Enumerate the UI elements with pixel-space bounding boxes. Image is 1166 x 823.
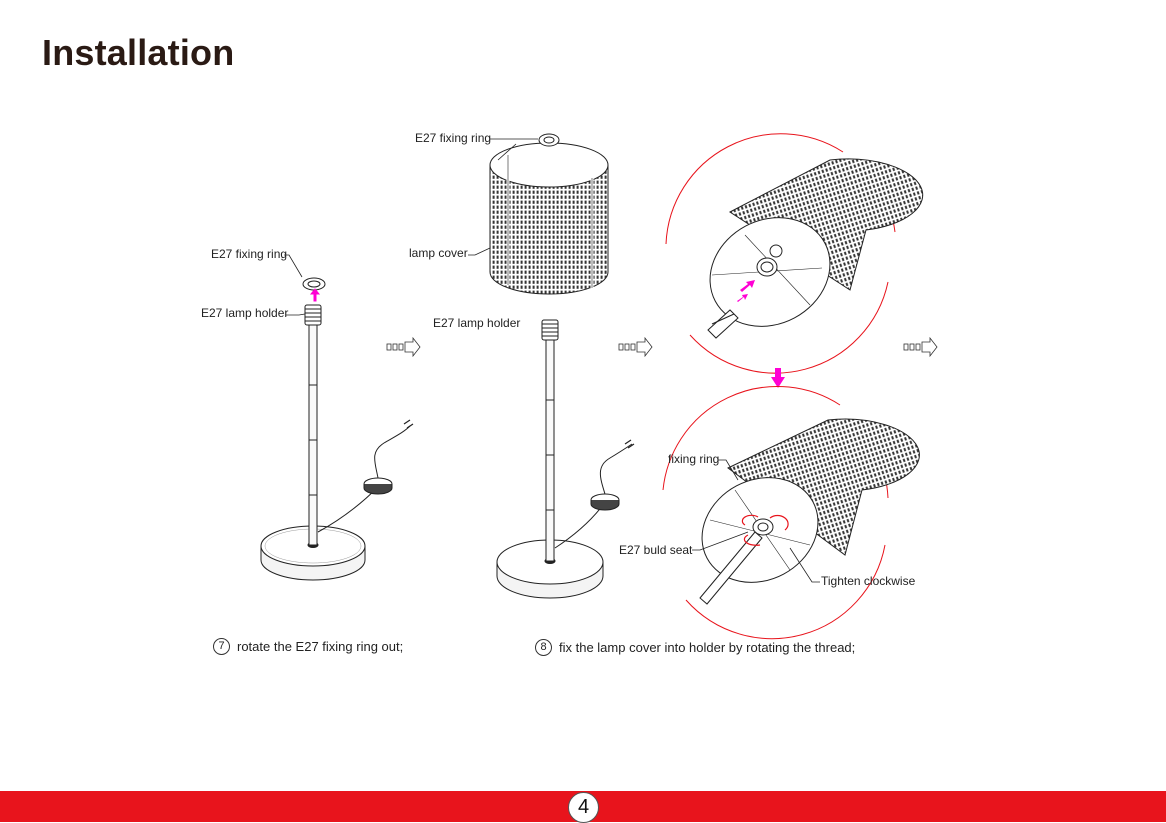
step7-leader-lines [284,254,306,316]
step8-caption: 8 fix the lamp cover into holder by rotat… [535,639,856,657]
label-step8-fixing-ring: E27 fixing ring [415,131,492,145]
lamp-cover-shade [489,133,609,295]
shade-detail-top [707,158,924,339]
label-bulb-seat: E27 buld seat [619,543,693,557]
step8-caption-text: fix the lamp cover into holder by rotati… [559,640,856,656]
label-step7-lamp-holder: E27 lamp holder [201,306,289,320]
arrow-diagonal-icon [737,280,755,302]
label-step8-lamp-holder: E27 lamp holder [433,316,521,330]
page-number: 4 [568,792,599,823]
label-lamp-cover: lamp cover [409,246,468,260]
step7-caption-text: rotate the E27 fixing ring out; [237,639,404,655]
label-step7-fixing-ring: E27 fixing ring [211,247,288,261]
next-step-arrow [386,336,421,358]
step7-caption: 7 rotate the E27 fixing ring out; [213,638,404,656]
step7-floor-lamp [260,277,414,581]
arrow-down-icon [771,368,785,388]
label-detail-fixing-ring: fixing ring [668,452,720,466]
next-step-arrow [903,336,938,358]
shade-detail-bottom [699,418,920,605]
arrow-up-icon [309,288,321,302]
step8-number: 8 [535,639,552,657]
step8-floor-lamp [496,319,635,599]
label-tighten-clockwise: Tighten clockwise [821,574,916,588]
next-step-arrow [618,336,653,358]
step7-number: 7 [213,638,230,656]
detail-leader-lines [692,459,820,583]
step8-leader-lines [468,138,538,256]
page-title: Installation [42,32,235,73]
